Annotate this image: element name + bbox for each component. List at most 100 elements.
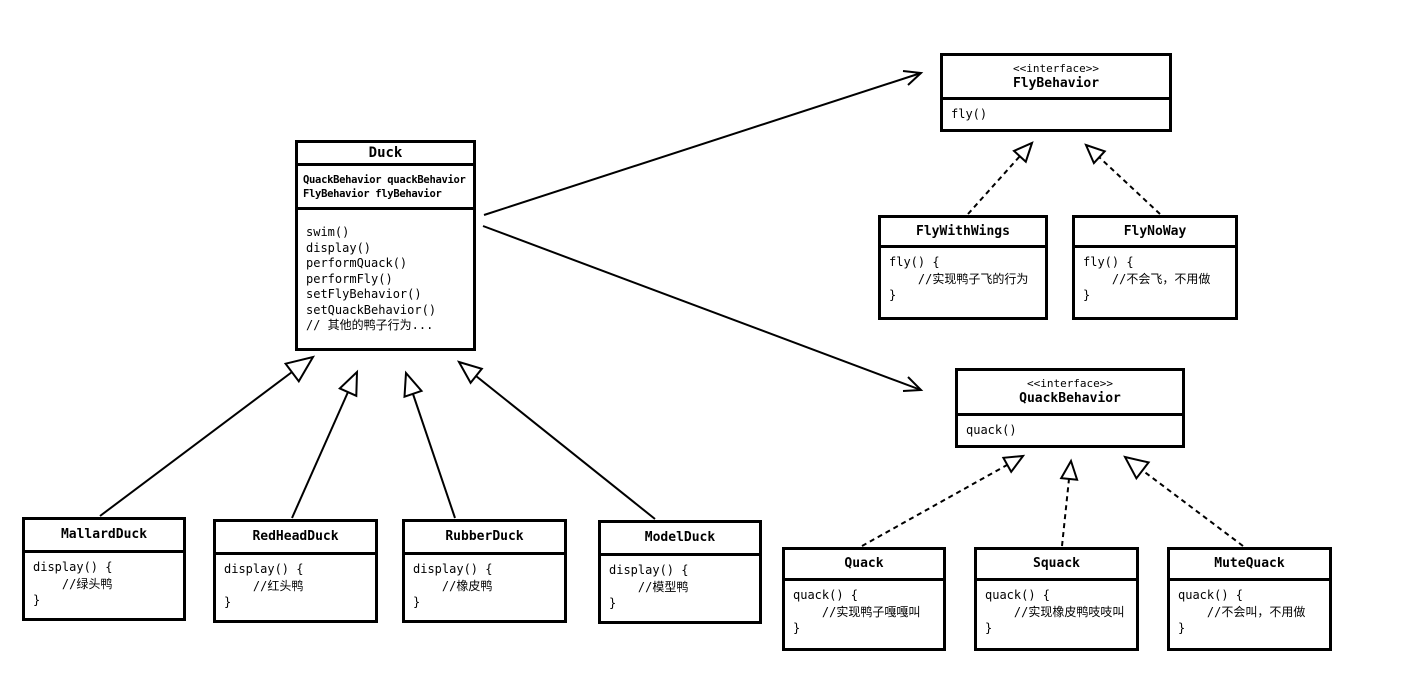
class-title-mallardduck: MallardDuck [25, 520, 183, 553]
method-line: //实现鸭子嘎嘎叫 [793, 604, 921, 619]
class-methods-flywithwings: fly() { //实现鸭子飞的行为 } [881, 248, 1045, 304]
class-title-redheadduck: RedHeadDuck [216, 522, 375, 555]
class-attributes-duck: QuackBehavior quackBehavior FlyBehavior … [298, 166, 473, 210]
class-methods-quack: quack() { //实现鸭子嘎嘎叫 } [785, 581, 943, 637]
method-line: performFly() [306, 271, 393, 286]
method-line: } [889, 288, 897, 302]
attribute-line: FlyBehavior flyBehavior [303, 188, 442, 200]
class-box-redheadduck: RedHeadDuck display() { //红头鸭 } [213, 519, 378, 623]
association-arrow-duck-to-quackbehavior [482, 225, 924, 392]
method-line: } [985, 621, 993, 635]
method-line: //绿头鸭 [33, 576, 113, 591]
method-line: display() { [224, 562, 304, 576]
method-line: quack() { [1178, 588, 1244, 602]
method-line: display() { [33, 560, 113, 574]
method-line: //不会飞，不用做 [1083, 271, 1211, 286]
method-line: // 其他的鸭子行为... [306, 318, 434, 332]
generalization-arrow-redheadduck-to-duck [291, 369, 359, 519]
realization-arrow-quack-to-quackbehavior [861, 454, 1026, 547]
class-name: FlyNoWay [1123, 223, 1187, 239]
class-name: MallardDuck [60, 527, 148, 542]
method-line: } [413, 595, 421, 609]
class-title-modelduck: ModelDuck [601, 523, 759, 556]
class-methods-quackbehavior: quack() [958, 416, 1182, 439]
class-box-flybehavior: <<interface>> FlyBehavior fly() [940, 53, 1172, 132]
class-name: Squack [1033, 556, 1080, 571]
class-title-flynoway: FlyNoWay [1075, 218, 1235, 248]
class-methods-squack: quack() { //实现橡皮鸭吱吱叫 } [977, 581, 1136, 637]
method-line: display() [306, 240, 372, 255]
class-name: FlyWithWings [916, 223, 1010, 239]
method-line: fly() [951, 107, 988, 121]
method-line: fly() { [1083, 255, 1134, 269]
interface-stereotype: <<interface>> [1026, 377, 1114, 390]
class-box-quackbehavior: <<interface>> QuackBehavior quack() [955, 368, 1185, 448]
class-box-duck: Duck QuackBehavior quackBehavior FlyBeha… [295, 140, 476, 351]
method-line: display() { [413, 562, 493, 576]
class-methods-flynoway: fly() { //不会飞，不用做 } [1075, 248, 1235, 304]
class-name: RubberDuck [445, 529, 524, 544]
class-title-quackbehavior: <<interface>> QuackBehavior [958, 371, 1182, 416]
class-title-flybehavior: <<interface>> FlyBehavior [943, 56, 1169, 100]
generalization-arrow-rubberduck-to-duck [403, 370, 456, 519]
class-methods-duck: swim() display() performQuack() performF… [298, 210, 473, 334]
interface-stereotype: <<interface>> [1012, 61, 1100, 75]
class-box-modelduck: ModelDuck display() { //模型鸭 } [598, 520, 762, 624]
method-line: quack() { [985, 588, 1051, 602]
class-box-flynoway: FlyNoWay fly() { //不会飞，不用做 } [1072, 215, 1238, 320]
method-line: setFlyBehavior() [306, 287, 422, 301]
method-line: //实现鸭子飞的行为 [889, 271, 1029, 286]
class-box-rubberduck: RubberDuck display() { //橡皮鸭 } [402, 519, 567, 623]
class-name: MuteQuack [1214, 556, 1285, 571]
class-box-mutequack: MuteQuack quack() { //不会叫，不用做 } [1167, 547, 1332, 651]
class-box-mallardduck: MallardDuck display() { //绿头鸭 } [22, 517, 186, 621]
method-line: } [1083, 288, 1091, 302]
class-name: ModelDuck [644, 530, 716, 545]
class-title-quack: Quack [785, 550, 943, 581]
method-line: quack() { [793, 588, 859, 602]
realization-arrow-squack-to-quackbehavior [1059, 458, 1079, 547]
method-line: //橡皮鸭 [413, 578, 493, 593]
method-line: swim() [306, 225, 350, 239]
class-name: RedHeadDuck [252, 529, 339, 544]
class-title-squack: Squack [977, 550, 1136, 581]
method-line: display() { [609, 563, 689, 577]
method-line: setQuackBehavior() [306, 302, 437, 317]
method-line: quack() [966, 423, 1017, 437]
class-name: QuackBehavior [1019, 391, 1121, 406]
class-box-quack: Quack quack() { //实现鸭子嘎嘎叫 } [782, 547, 946, 651]
realization-arrow-flywithwings-to-flybehavior [967, 141, 1034, 215]
attribute-line: QuackBehavior quackBehavior [303, 174, 466, 186]
method-line: //实现橡皮鸭吱吱叫 [985, 604, 1125, 619]
method-line: //不会叫，不用做 [1178, 604, 1306, 619]
generalization-arrow-mallardduck-to-duck [99, 355, 316, 517]
method-line: performQuack() [306, 256, 408, 270]
class-name: FlyBehavior [1012, 75, 1100, 91]
class-methods-mallardduck: display() { //绿头鸭 } [25, 553, 183, 609]
class-name: Duck [368, 145, 403, 161]
class-box-squack: Squack quack() { //实现橡皮鸭吱吱叫 } [974, 547, 1139, 651]
class-name: Quack [844, 556, 884, 571]
class-methods-flybehavior: fly() [943, 100, 1169, 123]
class-title-rubberduck: RubberDuck [405, 522, 564, 555]
method-line: //模型鸭 [609, 579, 689, 594]
method-line: } [793, 621, 801, 635]
method-line: } [224, 595, 232, 609]
class-methods-rubberduck: display() { //橡皮鸭 } [405, 555, 564, 611]
method-line: } [1178, 621, 1186, 635]
method-line: } [609, 596, 617, 610]
realization-arrow-mutequack-to-quackbehavior [1123, 455, 1244, 547]
class-title-flywithwings: FlyWithWings [881, 218, 1045, 248]
realization-arrow-flynoway-to-flybehavior [1084, 143, 1161, 215]
method-line: fly() { [889, 255, 940, 269]
generalization-arrow-modelduck-to-duck [456, 360, 656, 520]
class-title-mutequack: MuteQuack [1170, 550, 1329, 581]
method-line: //红头鸭 [224, 578, 304, 593]
method-line: } [33, 593, 41, 607]
class-methods-modelduck: display() { //模型鸭 } [601, 556, 759, 612]
class-title-duck: Duck [298, 143, 473, 166]
association-arrow-duck-to-flybehavior [483, 70, 924, 216]
class-methods-mutequack: quack() { //不会叫，不用做 } [1170, 581, 1329, 637]
